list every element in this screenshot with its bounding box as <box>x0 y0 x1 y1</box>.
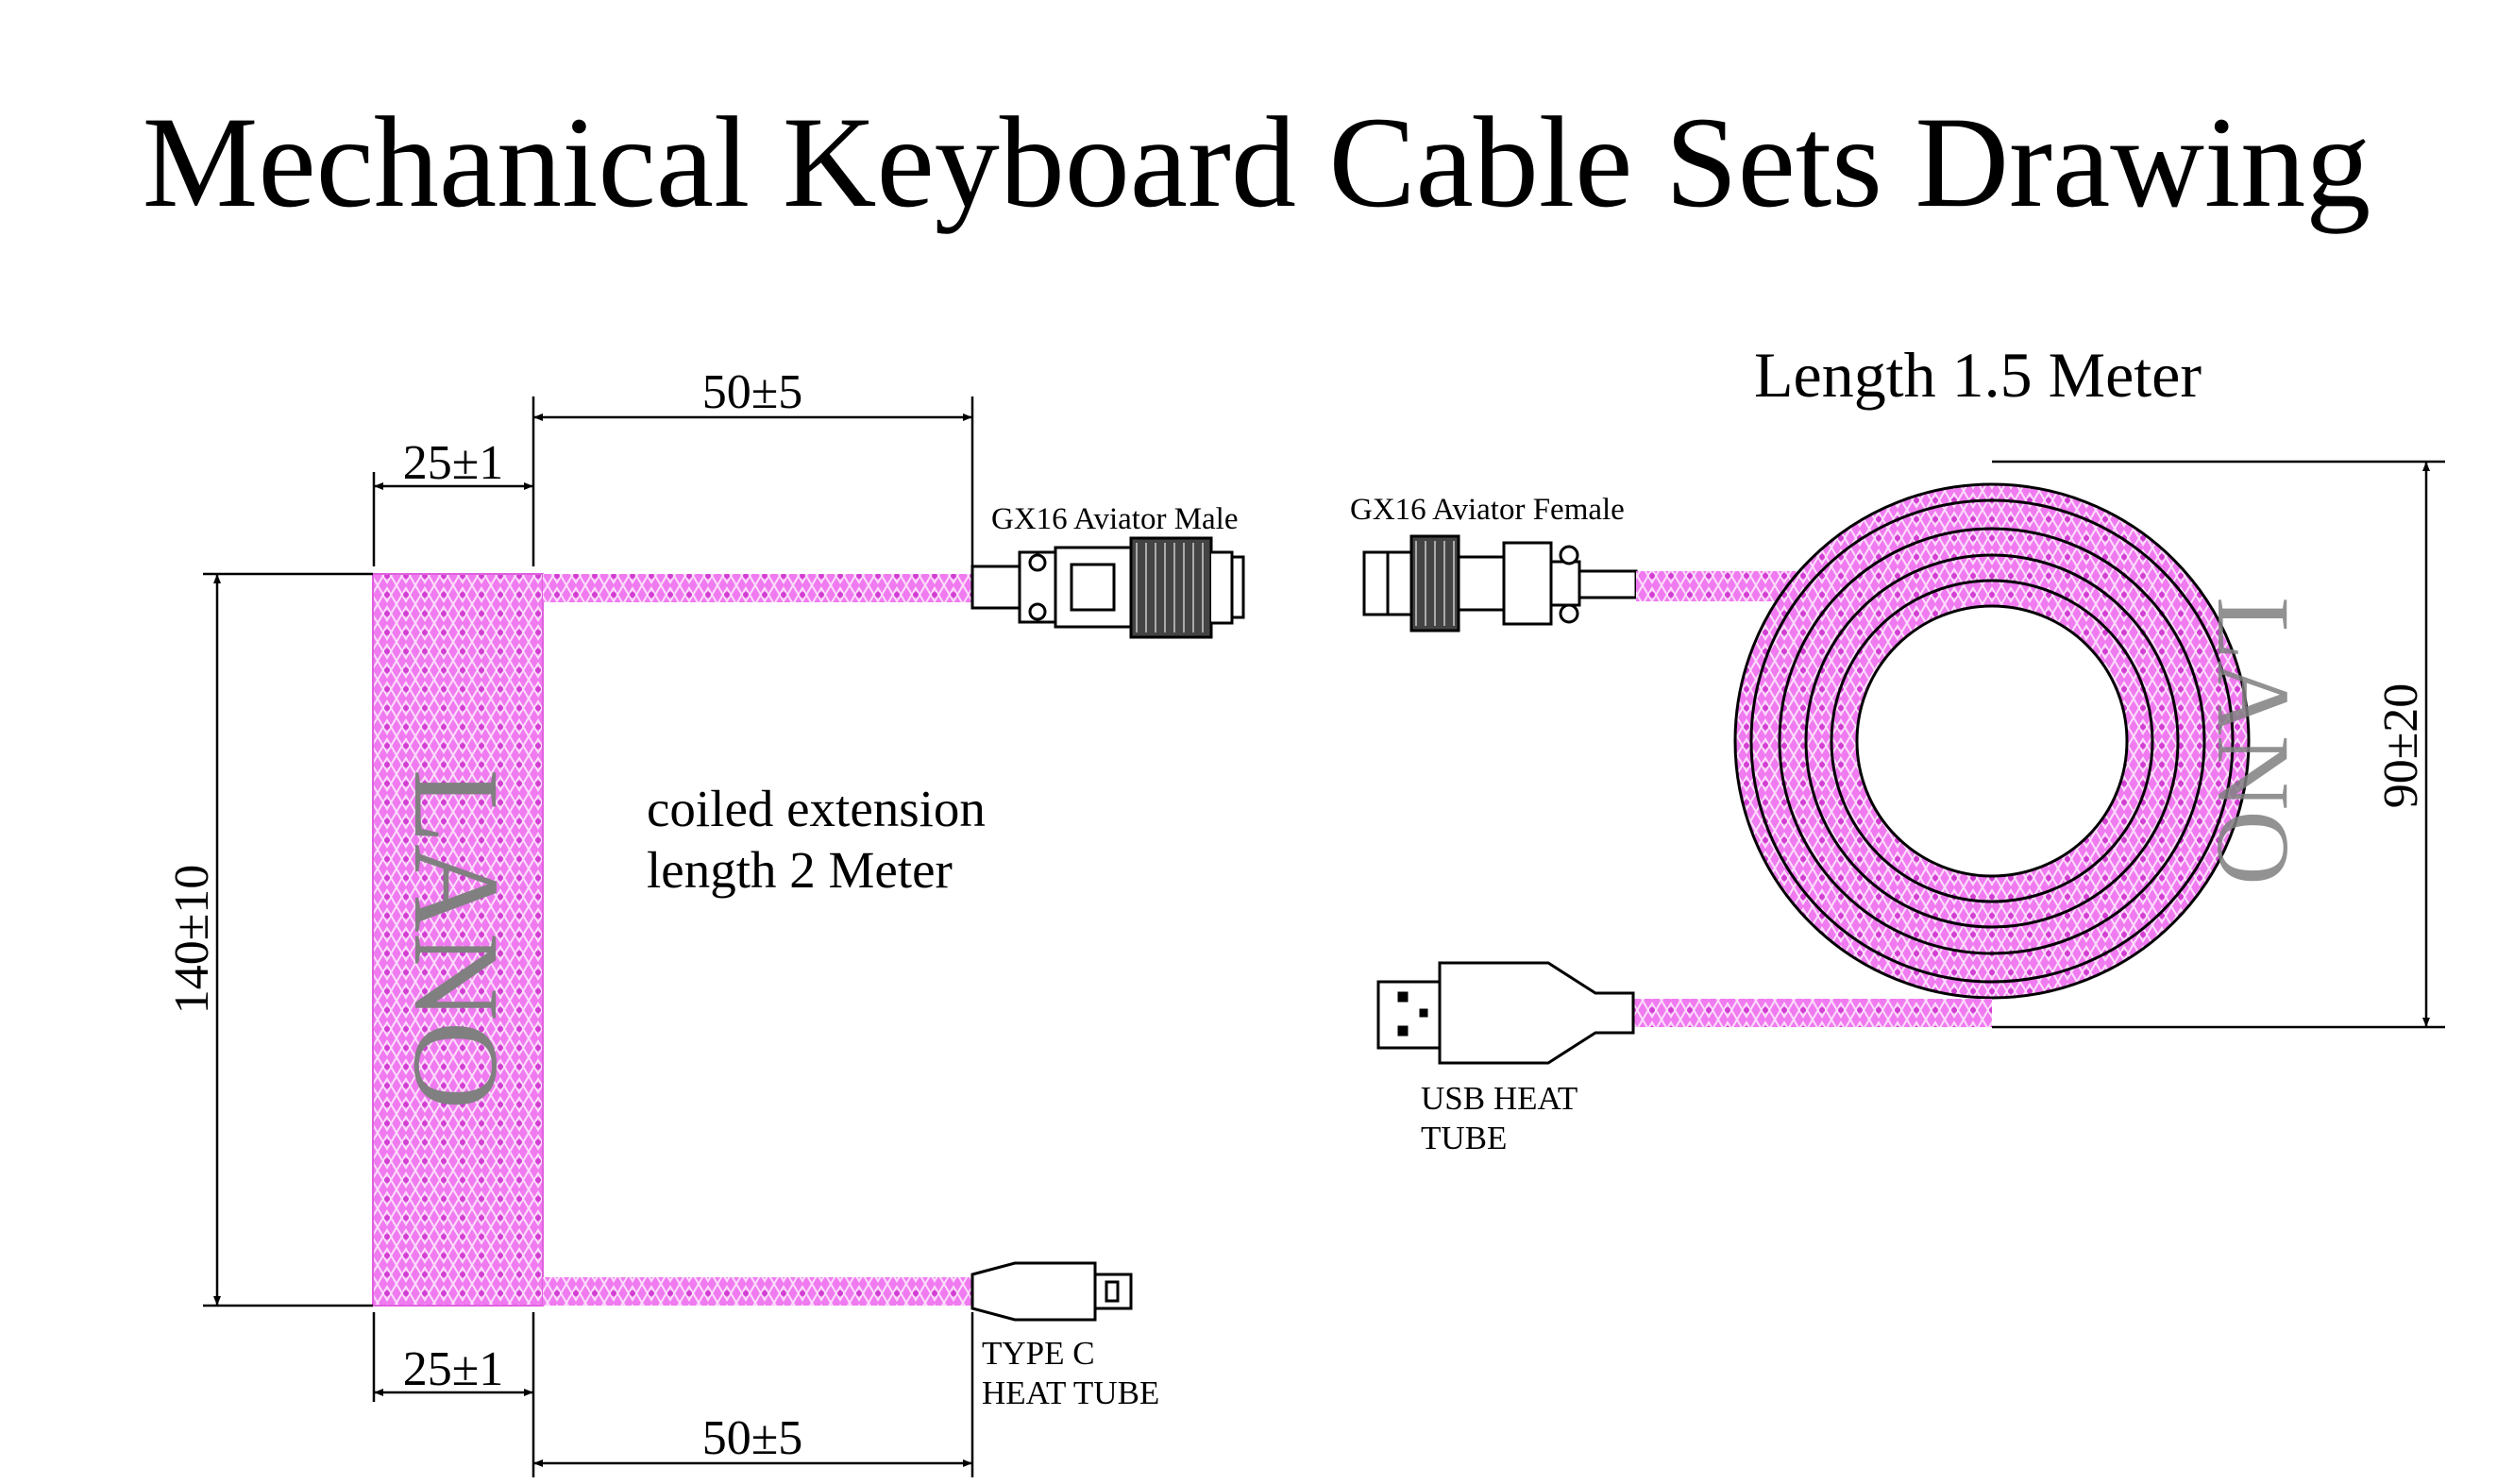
usb-label-2: TUBE <box>1421 1120 1507 1156</box>
top-straight-cable <box>543 574 972 602</box>
dim-bottom-short: 25±1 <box>403 1342 504 1396</box>
gx16-male-label: GX16 Aviator Male <box>991 502 1239 536</box>
right-coiled-cable: LANO <box>1633 482 2311 1027</box>
dim-bottom-long: 50±5 <box>702 1411 803 1465</box>
page-title: Mechanical Keyboard Cable Sets Drawing <box>143 90 2371 234</box>
dim-height-right: 90±20 <box>2374 683 2428 809</box>
dim-top-short: 25±1 <box>403 436 504 490</box>
type-c-connector-icon <box>970 1261 1133 1322</box>
type-c-label-2: HEAT TUBE <box>982 1374 1159 1411</box>
length-label: Length 1.5 Meter <box>1754 339 2202 411</box>
bottom-straight-cable <box>543 1277 972 1306</box>
coil-note-1: coiled extension <box>647 780 986 837</box>
coil-note-2: length 2 Meter <box>647 841 953 899</box>
left-coiled-cable: LANO <box>372 573 972 1307</box>
left-dimensions <box>203 396 974 1477</box>
dim-top-long: 50±5 <box>702 365 803 419</box>
gx16-female-connector-icon <box>1362 534 1638 632</box>
right-watermark: LANO <box>2196 597 2311 885</box>
type-c-label-1: TYPE C <box>982 1335 1095 1372</box>
bottom-cable-run <box>1633 999 1992 1027</box>
coil-body <box>372 573 544 1307</box>
dim-height-left: 140±10 <box>165 865 219 1015</box>
gx16-female-label: GX16 Aviator Female <box>1350 493 1625 527</box>
usb-a-connector-icon <box>1376 961 1635 1065</box>
right-dimension <box>1992 460 2445 1029</box>
usb-label-1: USB HEAT <box>1421 1080 1578 1117</box>
left-watermark: LANO <box>388 768 524 1109</box>
gx16-male-connector-icon <box>970 536 1245 639</box>
